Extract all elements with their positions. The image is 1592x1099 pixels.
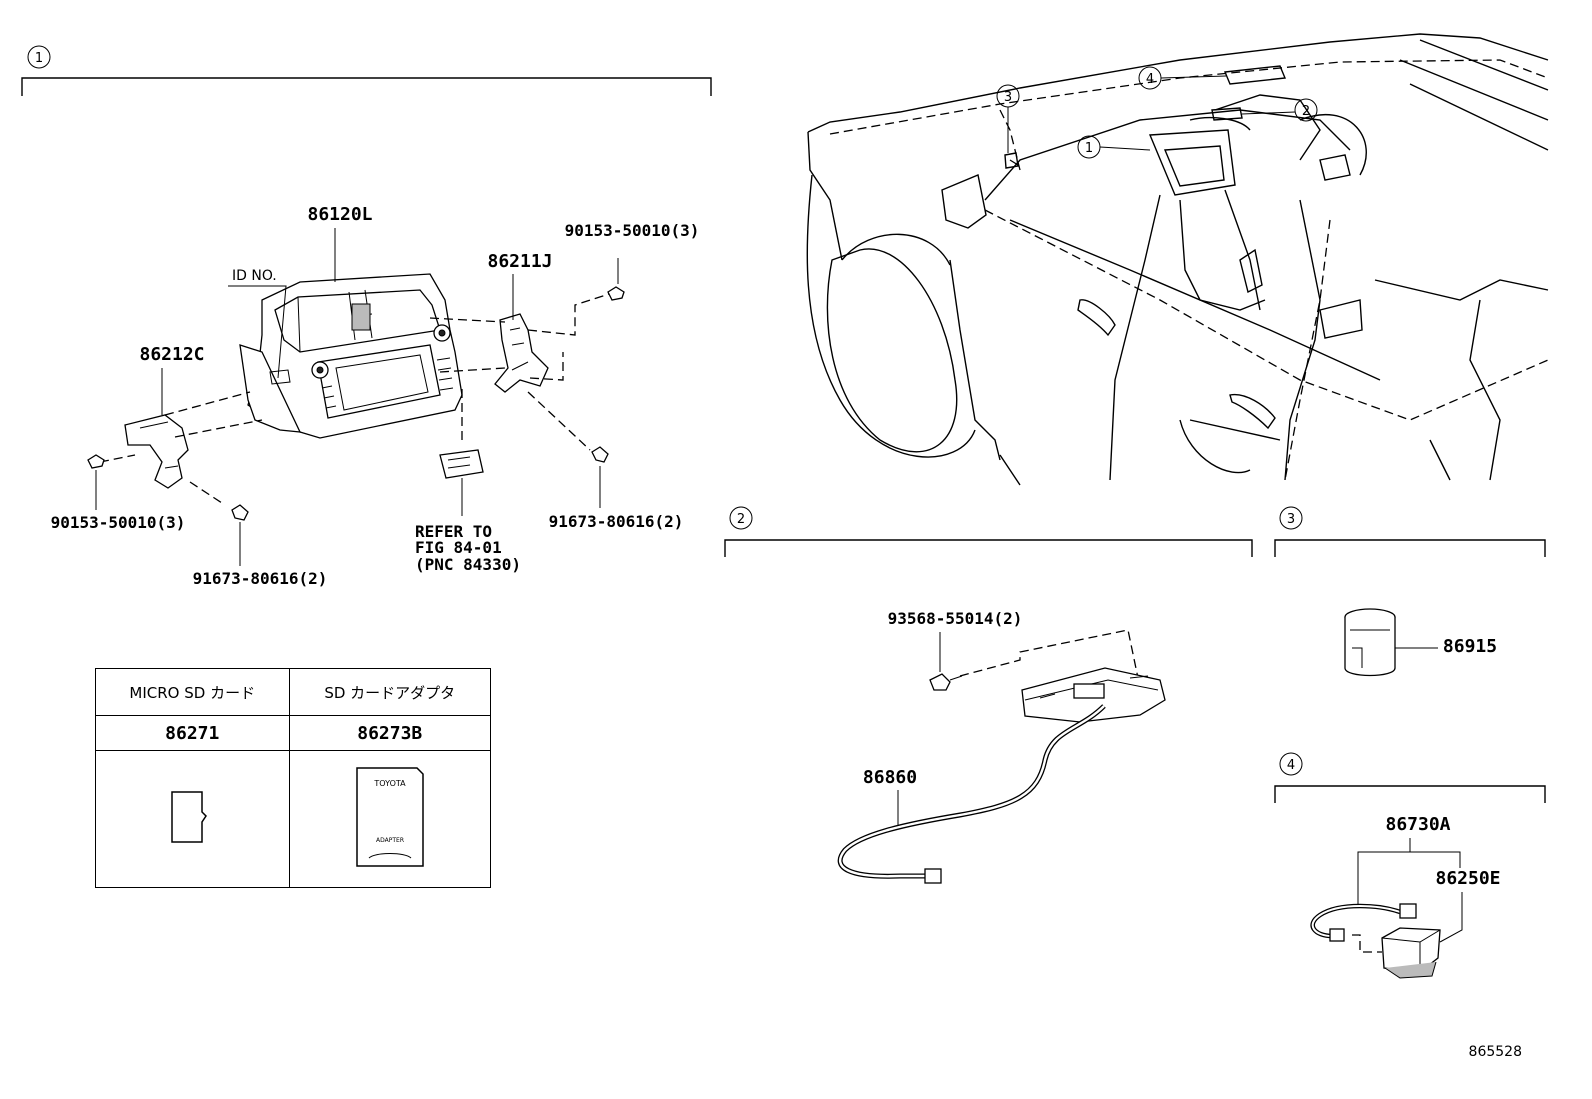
adapter-label-text: ADAPTER — [376, 837, 404, 844]
label-86212C: 86212C — [139, 344, 204, 365]
section-4-bracket-line — [1274, 785, 1546, 803]
micro-sd-image-cell — [95, 750, 290, 888]
harness-86730A-drawing — [1310, 903, 1417, 953]
label-86730A: 86730A — [1385, 814, 1450, 835]
section-2-number: 2 — [737, 512, 745, 527]
leader-86250E — [1439, 892, 1463, 943]
header-sd-adapter: SD カードアダプタ — [288, 668, 492, 716]
section-1-number: 1 — [35, 51, 43, 66]
dashed-guide-left — [99, 391, 263, 506]
section-2-bracket-line — [724, 539, 1253, 557]
screw-top-right — [607, 258, 625, 301]
svg-text:3: 3 — [1004, 90, 1012, 105]
sd-card-table: MICRO SD カード SD カードアダプタ 86271 86273B TOY… — [95, 668, 492, 888]
label-id-no: ID NO. — [232, 268, 277, 284]
label-screw-top-right: 90153-50010(3) — [565, 221, 700, 240]
bracket-left-drawing — [124, 414, 189, 489]
label-86211J: 86211J — [487, 251, 552, 272]
vehicle-interior-drawing — [806, 33, 1549, 486]
label-screw-bottom-right: 91673-80616(2) — [549, 512, 684, 531]
screw-bottom-right — [527, 391, 609, 508]
screw-section-2 — [929, 629, 1139, 691]
micro-sd-card-icon — [171, 791, 208, 843]
section-4-number: 4 — [1287, 758, 1295, 773]
section-3-bracket-line — [1274, 539, 1546, 557]
callout-3-vehicle: 3 — [996, 84, 1020, 153]
label-93568-55014: 93568-55014(2) — [888, 609, 1023, 628]
part-number-86273B: 86273B — [288, 715, 492, 751]
svg-text:2: 2 — [1302, 104, 1310, 119]
label-86860: 86860 — [863, 767, 917, 788]
part-86250E-drawing — [1381, 927, 1441, 979]
section-1-marker: 1 — [27, 45, 51, 69]
figure-number: 865528 — [1469, 1044, 1522, 1060]
screw-left — [87, 454, 105, 510]
sd-adapter-icon: TOYOTA ADAPTER — [356, 767, 424, 867]
section-2-marker: 2 — [729, 506, 753, 530]
switch-refer-drawing — [439, 388, 484, 516]
section-3-number: 3 — [1287, 512, 1295, 527]
svg-text:1: 1 — [1085, 141, 1093, 156]
header-micro-sd: MICRO SD カード — [95, 668, 290, 716]
head-unit-drawing — [239, 273, 463, 439]
section-4-marker: 4 — [1279, 752, 1303, 776]
leader-id-no — [228, 285, 287, 379]
label-refer-line3: (PNC 84330) — [415, 555, 521, 574]
cable-86860-drawing — [837, 704, 1106, 884]
label-refer-line1: REFER TO — [415, 522, 492, 541]
label-refer-line2: FIG 84-01 — [415, 538, 502, 557]
dashed-guide-right — [429, 292, 613, 381]
section-3-marker: 3 — [1279, 506, 1303, 530]
callout-4-vehicle: 4 — [1138, 66, 1227, 90]
part-number-86271: 86271 — [95, 715, 290, 751]
mic-bracket-drawing — [1021, 667, 1166, 723]
label-86250E: 86250E — [1435, 868, 1500, 889]
label-86915: 86915 — [1443, 636, 1497, 657]
svg-text:4: 4 — [1146, 72, 1154, 87]
callout-2-vehicle: 2 — [1241, 98, 1318, 122]
label-screw-left: 90153-50010(3) — [51, 513, 186, 532]
label-86120L: 86120L — [307, 204, 372, 225]
callout-1-vehicle: 1 — [1077, 135, 1151, 159]
screw-bottom-left — [231, 504, 249, 566]
section-1-bracket-line — [21, 77, 712, 96]
bracket-right-drawing — [494, 313, 549, 393]
label-screw-bottom-left: 91673-80616(2) — [193, 569, 328, 588]
leader-86730A — [1357, 838, 1461, 908]
sd-adapter-image-cell: TOYOTA ADAPTER — [288, 750, 492, 888]
adapter-brand-text: TOYOTA — [373, 779, 406, 788]
part-86915-drawing — [1344, 608, 1396, 677]
